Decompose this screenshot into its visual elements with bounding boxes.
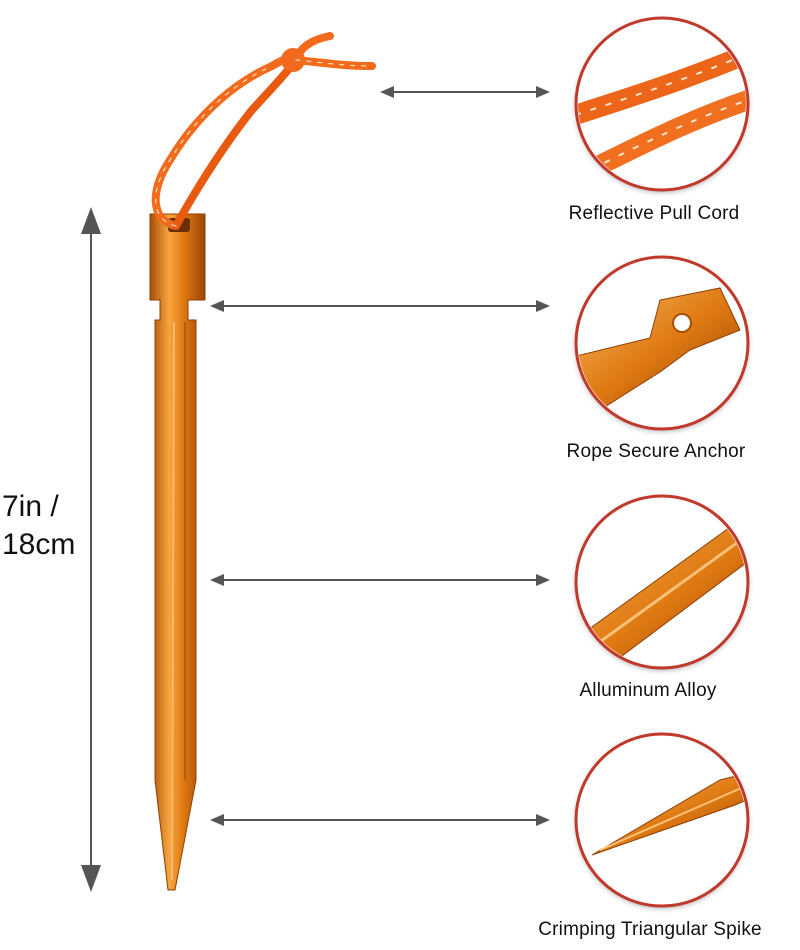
anchor-closeup-icon [574,255,750,431]
caption-rope-secure-anchor: Rope Secure Anchor [566,441,746,462]
tent-stake [149,213,206,891]
spike-tip-closeup-icon [574,732,750,908]
height-label-line-1: 7in / [2,490,59,523]
height-dimension-arrow [81,207,101,892]
alloy-shaft-closeup-icon [574,494,750,670]
height-label: 7in / 18cm [2,488,92,564]
pointer-arrow-spike [210,814,550,826]
caption-crimping-triangular-spike: Crimping Triangular Spike [538,919,762,940]
pointer-arrow-alloy [210,574,550,586]
caption-reflective-pull-cord: Reflective Pull Cord [568,203,740,224]
height-label-line-2: 18cm [2,528,76,561]
pointer-arrow-cord [380,86,550,98]
pull-cord [151,32,376,230]
pointer-arrow-anchor [210,300,550,312]
pull-cord-closeup-icon [574,16,750,192]
pointer-arrows [210,86,550,826]
caption-aluminum-alloy: Alluminum Alloy [579,680,717,701]
